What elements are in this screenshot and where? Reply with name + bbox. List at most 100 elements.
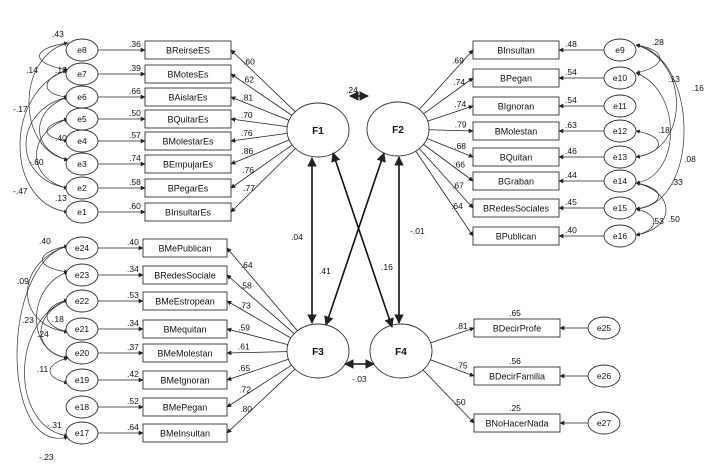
f3-cov-label: .09	[17, 276, 29, 286]
f1-loading-label: .86	[241, 146, 253, 156]
f2-cov-label: .33	[671, 177, 683, 187]
f1-error-label: e1	[77, 207, 87, 217]
f2-r2-label: .44	[565, 170, 577, 180]
f3-error-covariances	[16, 244, 69, 441]
f1-indicator-label: BReirseES	[166, 46, 210, 56]
f2-f3-arrow	[324, 152, 386, 326]
f3-cov-e24-e21	[27, 245, 69, 334]
f3-error-label: e20	[75, 348, 89, 358]
f3-loading-path	[226, 274, 295, 334]
f1-indicator-label: BAislarEs	[168, 93, 208, 103]
f3-loading-label: .59	[238, 322, 250, 332]
f2-cov-e14-e16	[635, 181, 667, 237]
f3-cov-e20-e19	[49, 356, 69, 385]
f3-error-label: e24	[75, 243, 89, 253]
f4-indicator-label: BDecirFamilia	[489, 372, 545, 382]
f1-error-label: e7	[77, 69, 87, 79]
f2-error-label: e12	[613, 126, 627, 136]
f1-indicator-label: BPegarEs	[168, 184, 209, 194]
f2-f3-value: .41	[319, 266, 331, 276]
f1-error-covariances	[19, 41, 69, 214]
f3-r2-label: .40	[127, 237, 139, 247]
f1-cov-e8-e7	[39, 41, 69, 72]
f3-loading-label: .58	[240, 280, 252, 290]
f2-loading-path	[426, 138, 474, 158]
f1-loading-path	[230, 139, 290, 165]
f1-cov-e5-e2	[36, 118, 69, 190]
f1-indicator-label: BMolestarEs	[162, 137, 214, 147]
f3-loading-label: .73	[239, 300, 251, 310]
factor-f1-label: F1	[312, 126, 324, 137]
f3-f4-value: -.03	[352, 374, 367, 384]
f2-indicator-label: BInsultan	[497, 46, 535, 56]
f3-loading-path	[226, 247, 298, 332]
f2-loading-path	[428, 128, 474, 134]
f4-error-label: e27	[597, 418, 611, 428]
f2-indicator-label: BMolestan	[495, 127, 538, 137]
f3-r2-label: .37	[127, 342, 139, 352]
f2-cov-e9-e15	[635, 43, 685, 211]
f3-cov-e22-e21	[46, 298, 69, 334]
f2-indicator-label: BRedesSociales	[483, 204, 550, 214]
f2-loading-label: .79	[455, 120, 467, 130]
f4-error-label: e25	[597, 323, 611, 333]
f1-f4-value: .16	[381, 262, 393, 272]
f2-indicator-label: BQuitan	[500, 153, 533, 163]
f1-r2-label: .66	[129, 86, 141, 96]
f3-cov-label: .11	[37, 364, 48, 374]
f3-error-label: e21	[75, 324, 89, 334]
f2-loading-label: .68	[454, 141, 466, 151]
f3-cov-label: .24	[37, 329, 49, 339]
f1-loading-path	[230, 73, 293, 116]
f3-loading-label: .64	[241, 260, 253, 270]
f2-error-covariances	[635, 43, 685, 237]
f2-covariance-labels: .28 .13 .16 .18 .08 .33 .53 .50	[652, 37, 704, 226]
f3-loading-path	[226, 368, 296, 434]
f4-loading-label: .50	[454, 397, 466, 407]
f2-loading-path	[427, 105, 474, 122]
f3-loading-label: .72	[239, 384, 251, 394]
f2-group: .28 .13 .16 .18 .08 .33 .53 .50 BInsulta…	[415, 37, 704, 248]
factor-f4: F4	[369, 323, 433, 379]
f1-loading-label: .60	[243, 56, 255, 66]
f1-indicator-label: BInsultarEs	[165, 208, 212, 218]
f3-error-label: e23	[75, 270, 89, 280]
f2-indicator-label: BPegan	[500, 74, 532, 84]
f2-error-label: e15	[613, 203, 627, 213]
f3-indicator-label: BMequitan	[163, 325, 206, 335]
f2-loading-path	[419, 49, 474, 110]
f3-loading-label: .80	[240, 404, 252, 414]
f1-covariance-labels: .43 .18 .14 -.17 .40 -.60 -.47 .13	[13, 29, 67, 203]
f3-loading-path	[226, 300, 292, 339]
factor-f4-label: F4	[395, 347, 407, 358]
f4-error-label: e26	[597, 371, 611, 381]
f2-cov-e9-e13	[635, 43, 677, 159]
f2-r2-label: .45	[565, 197, 577, 207]
f1-f2-value: .24	[346, 85, 358, 95]
f3-indicator-label: BMeEstropean	[155, 297, 215, 307]
f2-r2-label: .40	[565, 225, 577, 235]
f1-error-label: e5	[77, 114, 87, 124]
f2-loading-path	[423, 77, 474, 115]
f4-loading-label: .81	[456, 321, 468, 331]
f2-error-label: e11	[613, 101, 627, 111]
f1-error-label: e8	[77, 45, 87, 55]
f3-cov-label: .18	[52, 314, 64, 324]
f2-error-label: e16	[613, 231, 627, 241]
f1-error-label: e4	[77, 136, 87, 146]
f2-cov-label: .18	[658, 125, 670, 135]
f1-loading-label: .81	[241, 93, 253, 103]
factor-f2-label: F2	[392, 125, 404, 136]
